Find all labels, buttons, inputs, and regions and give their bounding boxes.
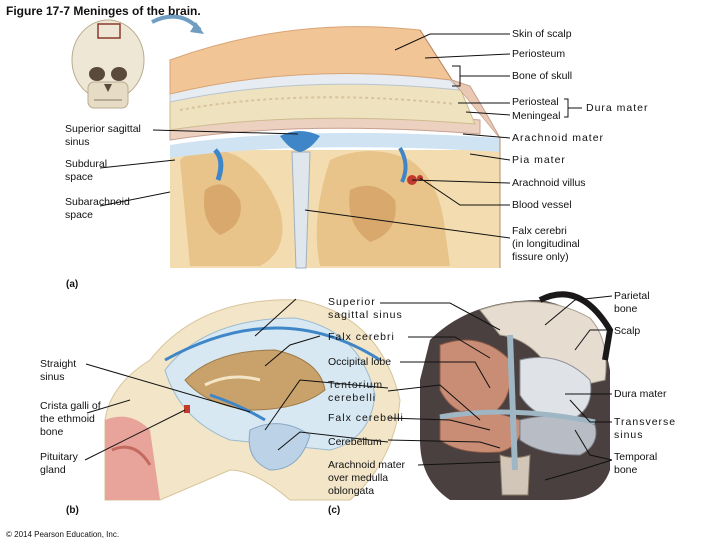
label-straight-sinus: Straight sinus (40, 358, 77, 383)
label-arachnoid-over-medulla: Arachnoid mater over medulla oblongata (328, 459, 406, 497)
label-subarachnoid-space: Subarachnoid space (65, 196, 130, 221)
label-transverse-sinus: Transverse sinus (614, 416, 677, 441)
leader-lines (84, 33, 613, 481)
posterior-dissection (420, 291, 614, 500)
skull-thumbnail (71, 14, 204, 109)
sagittal-head (104, 299, 401, 501)
label-periosteal: Periosteal (512, 96, 559, 108)
label-meningeal: Meningeal (512, 110, 561, 122)
figure-title: Figure 17-7 Meninges of the brain. (6, 4, 201, 18)
label-falx-cerebelli: Falx cerebelli (328, 412, 404, 424)
label-pia-mater: Pia mater (512, 154, 566, 166)
label-subdural-space: Subdural space (65, 158, 108, 183)
panel-label-c: (c) (328, 505, 341, 516)
label-dura-mater-c: Dura mater (614, 388, 667, 400)
label-periosteum: Periosteum (512, 48, 566, 60)
label-superior-sagittal-sinus-c: Superior sagittal sinus (328, 296, 403, 321)
label-blood-vessel: Blood vessel (512, 199, 572, 211)
label-arachnoid-villus: Arachnoid villus (512, 177, 586, 189)
label-crista-galli: Crista galli of the ethmoid bone (40, 400, 101, 438)
label-scalp: Scalp (614, 325, 641, 337)
panel-label-a: (a) (66, 279, 79, 290)
label-dura-mater-a: Dura mater (586, 102, 649, 114)
label-arachnoid-mater: Arachnoid mater (512, 132, 605, 144)
label-bone-of-skull: Bone of skull (512, 70, 573, 82)
meninges-block (169, 26, 501, 269)
label-parietal-bone: Parietal bone (614, 290, 650, 315)
label-tentorium-cerebelli: Tentorium cerebelli (328, 379, 384, 404)
copyright: © 2014 Pearson Education, Inc. (6, 530, 120, 539)
label-temporal-bone: Temporal bone (614, 451, 658, 476)
panel-label-b: (b) (66, 505, 79, 516)
label-falx-cerebri-c: Falx cerebri (328, 331, 395, 343)
label-occipital-lobe: Occipital lobe (328, 356, 392, 368)
label-skin-of-scalp: Skin of scalp (512, 28, 572, 40)
label-falx-cerebri-a: Falx cerebri (in longitudinal fissure on… (512, 225, 580, 263)
label-cerebellum: Cerebellum (328, 436, 382, 448)
label-superior-sagittal-sinus-a: Superior sagittal sinus (65, 123, 141, 148)
label-pituitary-gland: Pituitary gland (40, 451, 78, 476)
